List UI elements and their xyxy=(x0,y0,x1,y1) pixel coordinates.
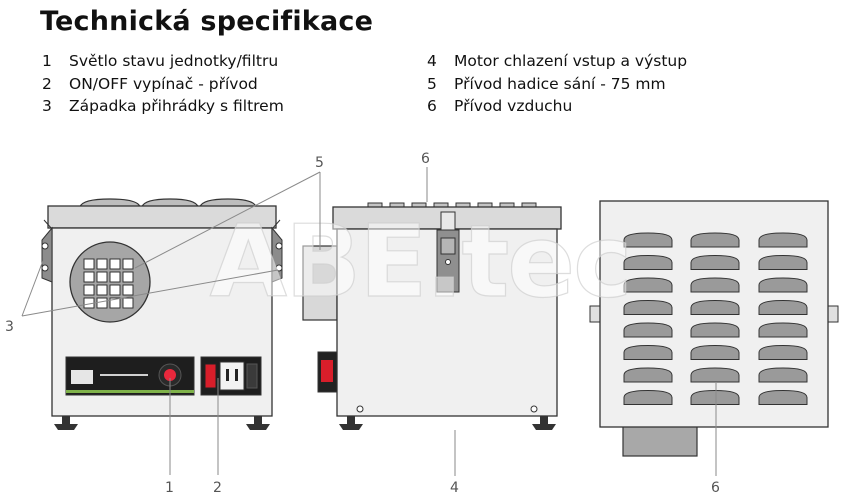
louver-slot xyxy=(758,322,808,338)
page-title: Technická specifikace xyxy=(40,6,374,37)
louver-slot xyxy=(623,232,673,248)
louver-slot xyxy=(623,367,673,383)
louver-slot xyxy=(758,277,808,293)
front-feet xyxy=(54,416,270,430)
screw xyxy=(530,405,538,413)
louver-grid xyxy=(623,232,808,405)
left-latch xyxy=(41,219,53,283)
legend-item-5: 5 Přívod hadice sání - 75 mm xyxy=(427,73,687,96)
watermark: ABE.tec xyxy=(210,203,631,320)
legend-number: 5 xyxy=(427,74,437,93)
callout-1: 1 xyxy=(165,480,174,496)
legend-text: Přívod vzduchu xyxy=(454,97,573,115)
legend-item-3: 3 Západka přihrádky s filtrem xyxy=(42,95,284,118)
louver-slot xyxy=(690,277,740,293)
legend-number: 3 xyxy=(42,97,52,115)
legend-text: Západka přihrádky s filtrem xyxy=(69,97,284,115)
legend-item-1: 1 Světlo stavu jednotky/filtru xyxy=(42,50,284,73)
power-socket xyxy=(219,361,245,391)
legend-left: 1 Světlo stavu jednotky/filtru 2 ON/OFF … xyxy=(42,50,284,118)
brand-plate xyxy=(71,370,93,384)
legend-text: ON/OFF vypínač - přívod xyxy=(69,74,258,93)
power-switch xyxy=(204,363,217,389)
legend-number: 6 xyxy=(427,97,437,115)
bottom-tab xyxy=(622,425,698,457)
louver-slot xyxy=(758,232,808,248)
callout-6-top: 6 xyxy=(421,151,430,167)
socket-pin xyxy=(235,369,238,381)
louver-slot xyxy=(758,299,808,315)
front-top-vents xyxy=(79,198,257,208)
louver-slot xyxy=(623,277,673,293)
side-latch xyxy=(436,211,460,293)
louver-slot xyxy=(690,254,740,270)
side-feet xyxy=(339,416,556,430)
louver-slot xyxy=(623,344,673,360)
louver-slot xyxy=(690,344,740,360)
louver-slot xyxy=(758,389,808,405)
callout-2: 2 xyxy=(213,480,222,496)
callout-6-bottom: 6 xyxy=(711,480,720,496)
status-lamp-light xyxy=(164,369,176,381)
legend-item-6: 6 Přívod vzduchu xyxy=(427,95,687,118)
side-switch-rocker xyxy=(321,360,333,382)
louver-slot xyxy=(623,299,673,315)
legend-text: Motor chlazení vstup a výstup xyxy=(454,52,688,70)
louver-slot xyxy=(758,344,808,360)
louver-slot xyxy=(758,367,808,383)
back-view xyxy=(589,200,839,457)
right-latch xyxy=(271,219,283,283)
louver-slot xyxy=(690,367,740,383)
front-view xyxy=(41,198,283,430)
louver-slot xyxy=(690,299,740,315)
screw xyxy=(356,405,364,413)
louver-slot xyxy=(623,254,673,270)
intake-grille-holes xyxy=(83,258,134,309)
callout-lines xyxy=(21,167,717,476)
callout-3: 3 xyxy=(5,319,14,335)
side-top-vents xyxy=(367,202,537,209)
legend-number: 1 xyxy=(42,52,52,70)
legend-number: 2 xyxy=(42,74,52,93)
side-view xyxy=(302,202,562,430)
louver-slot xyxy=(758,254,808,270)
legend-number: 4 xyxy=(427,52,437,70)
legend-right: 4 Motor chlazení vstup a výstup 5 Přívod… xyxy=(427,50,687,118)
legend-text: Světlo stavu jednotky/filtru xyxy=(69,52,279,70)
panel-stripe xyxy=(66,390,194,393)
legend-text: Přívod hadice sání - 75 mm xyxy=(454,74,666,93)
louver-slot xyxy=(690,389,740,405)
louver-slot xyxy=(690,322,740,338)
louver-slot xyxy=(690,232,740,248)
louver-slot xyxy=(623,389,673,405)
callout-4: 4 xyxy=(450,480,459,496)
legend-item-4: 4 Motor chlazení vstup a výstup xyxy=(427,50,687,73)
fuse-holder xyxy=(246,363,258,389)
legend-item-2: 2 ON/OFF vypínač - přívod xyxy=(42,73,284,96)
callout-5: 5 xyxy=(315,155,324,171)
louver-slot xyxy=(623,322,673,338)
socket-pin xyxy=(226,369,229,381)
